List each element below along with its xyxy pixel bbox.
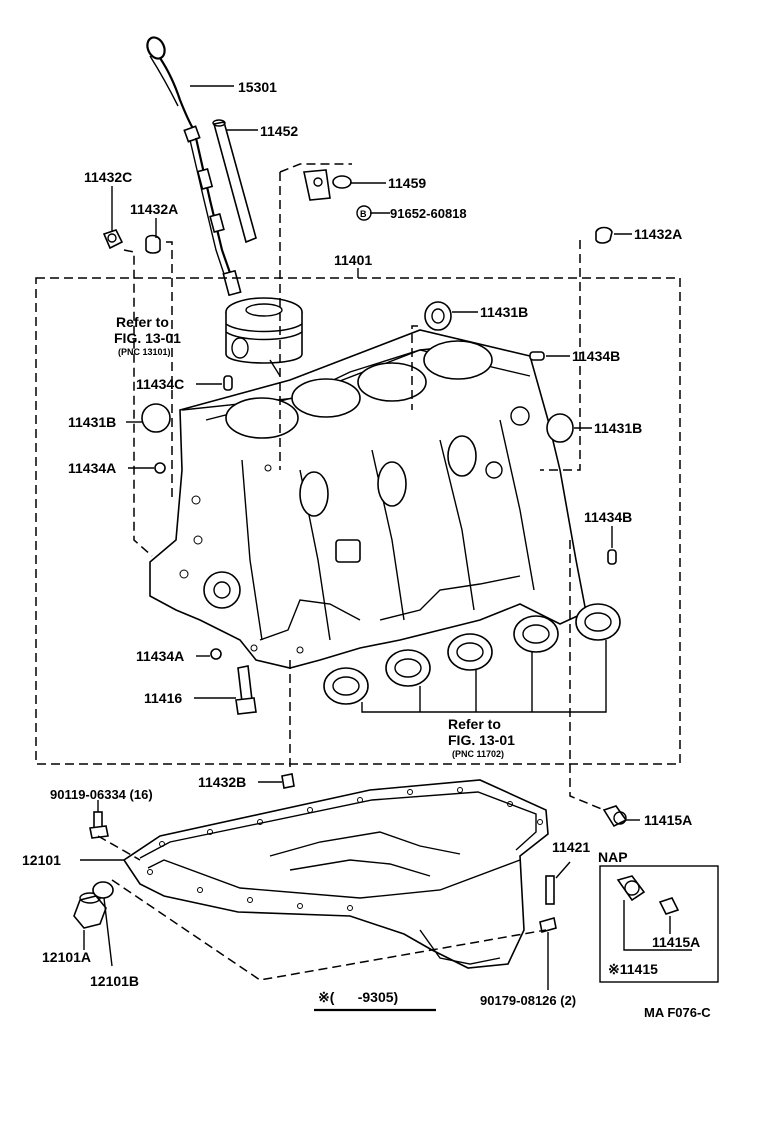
plug-11431B-left bbox=[141, 403, 171, 433]
refer-fig-label-2: FIG. 13-01 bbox=[448, 732, 515, 748]
cylinder-block bbox=[149, 329, 587, 669]
piston bbox=[225, 297, 303, 377]
oil-pan bbox=[122, 779, 549, 969]
label-11401: 11401 bbox=[334, 252, 372, 268]
label-11432B: 11432B bbox=[198, 774, 246, 790]
label-11431B-top: 11431B bbox=[480, 304, 528, 320]
drain-cock-11415A bbox=[602, 805, 628, 828]
label-11415A-nap: 11415A bbox=[652, 934, 700, 950]
label-11434C: 11434C bbox=[136, 376, 184, 392]
label-11432A-right: 11432A bbox=[634, 226, 682, 242]
label-11432C: 11432C bbox=[84, 169, 132, 185]
label-12101: 12101 bbox=[22, 852, 61, 868]
label-11415-nap: ※11415 bbox=[608, 961, 658, 977]
plug-11431B-right bbox=[546, 413, 574, 443]
label-nap: NAP bbox=[598, 849, 628, 865]
stud-11421 bbox=[545, 875, 555, 905]
plug-11432A-left bbox=[145, 234, 161, 254]
plug-11432A-right bbox=[595, 226, 613, 244]
label-15301: 15301 bbox=[238, 79, 277, 95]
label-11416: 11416 bbox=[144, 690, 182, 706]
refer-pnc-label-2: (PNC 11702) bbox=[452, 749, 504, 759]
label-11431B-right: 11431B bbox=[594, 420, 642, 436]
label-90119-06334: 90119-06334 (16) bbox=[50, 787, 153, 802]
label-12101B: 12101B bbox=[90, 973, 139, 989]
label-11434B-right: 11434B bbox=[584, 509, 632, 525]
part-labels: 15301 11452 11459 91652-60818 11432C 114… bbox=[22, 79, 711, 1020]
nap-drain-cock-large bbox=[616, 875, 646, 902]
guide-bracket bbox=[303, 169, 352, 201]
pin-11434C bbox=[223, 375, 233, 391]
pin-11434B-right bbox=[607, 549, 617, 565]
plug-11432B bbox=[281, 773, 295, 789]
label-11421: 11421 bbox=[552, 839, 590, 855]
label-12101A: 12101A bbox=[42, 949, 91, 965]
label-11415A-main: 11415A bbox=[644, 812, 692, 828]
bolt-90179 bbox=[539, 916, 557, 934]
label-91652-60818: 91652-60818 bbox=[390, 206, 467, 221]
oil-level-gauge-dipstick bbox=[146, 36, 242, 297]
cylinder-block-assembly-frame bbox=[35, 277, 681, 765]
pin-11434B-top bbox=[529, 351, 545, 361]
crankshaft-bearings bbox=[323, 603, 621, 713]
label-production-range-note: ※( -9305) bbox=[318, 989, 398, 1005]
label-11452: 11452 bbox=[260, 123, 298, 139]
bolt-90119 bbox=[89, 811, 109, 839]
refer-pnc-label-1: (PNC 13101) bbox=[118, 347, 171, 357]
refer-to-label-1: Refer to bbox=[116, 314, 169, 330]
pin-11434A-upper bbox=[154, 462, 166, 474]
bolt-91652-marker-text: B bbox=[360, 209, 367, 219]
pin-11434A-lower bbox=[210, 648, 222, 660]
label-90179-08126: 90179-08126 (2) bbox=[480, 993, 576, 1008]
refer-fig-label-1: FIG. 13-01 bbox=[114, 330, 181, 346]
label-11431B-left: 11431B bbox=[68, 414, 116, 430]
stud-bolt-11416 bbox=[235, 665, 257, 715]
refer-to-label-2: Refer to bbox=[448, 716, 501, 732]
drain-plug-gasket-12101B bbox=[92, 881, 114, 899]
leader-lines bbox=[80, 85, 640, 1012]
plug-11431B-top bbox=[424, 301, 452, 331]
oil-level-gauge-guide bbox=[212, 119, 257, 244]
illustration-code: MA F076-C bbox=[644, 1005, 711, 1020]
label-11434A-upper: 11434A bbox=[68, 460, 116, 476]
label-11459: 11459 bbox=[388, 175, 426, 191]
label-11434B-top: 11434B bbox=[572, 348, 620, 364]
nap-variant-box bbox=[599, 865, 719, 983]
dashed-guide-lines bbox=[97, 163, 605, 981]
label-11434A-lower: 11434A bbox=[136, 648, 184, 664]
label-11432A-left: 11432A bbox=[130, 201, 178, 217]
nap-drain-cock-small bbox=[658, 897, 680, 915]
plug-11432C bbox=[102, 229, 124, 250]
